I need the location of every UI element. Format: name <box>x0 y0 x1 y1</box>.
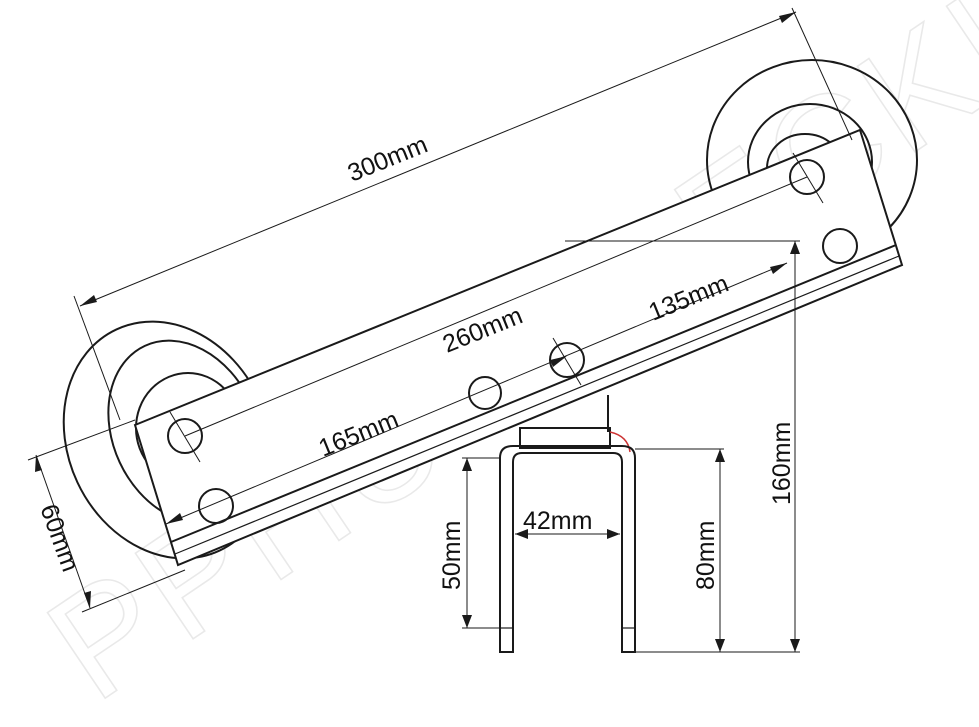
label-300mm: 300mm <box>344 130 432 187</box>
label-80mm: 80mm <box>692 521 720 590</box>
weld-accent <box>609 431 631 453</box>
label-50mm: 50mm <box>438 521 466 590</box>
dim-165-135 <box>165 262 788 525</box>
hole-centerline <box>169 152 824 463</box>
dim-60 <box>27 419 186 613</box>
hole-6 <box>822 228 858 264</box>
dim-42 <box>515 529 620 539</box>
dim-160 <box>565 240 800 652</box>
plate-holes <box>167 159 858 524</box>
dim-300 <box>73 7 853 421</box>
carriage-post <box>519 395 631 453</box>
hole-2 <box>198 488 234 524</box>
u-bracket <box>499 445 636 653</box>
dim-50 <box>462 457 500 629</box>
label-160mm: 160mm <box>768 422 796 505</box>
label-42mm: 42mm <box>523 507 592 535</box>
dim-80 <box>635 448 800 653</box>
hole-5 <box>789 159 825 195</box>
hole-3 <box>468 376 502 410</box>
label-60mm: 60mm <box>34 500 84 575</box>
hole-1 <box>167 418 203 454</box>
